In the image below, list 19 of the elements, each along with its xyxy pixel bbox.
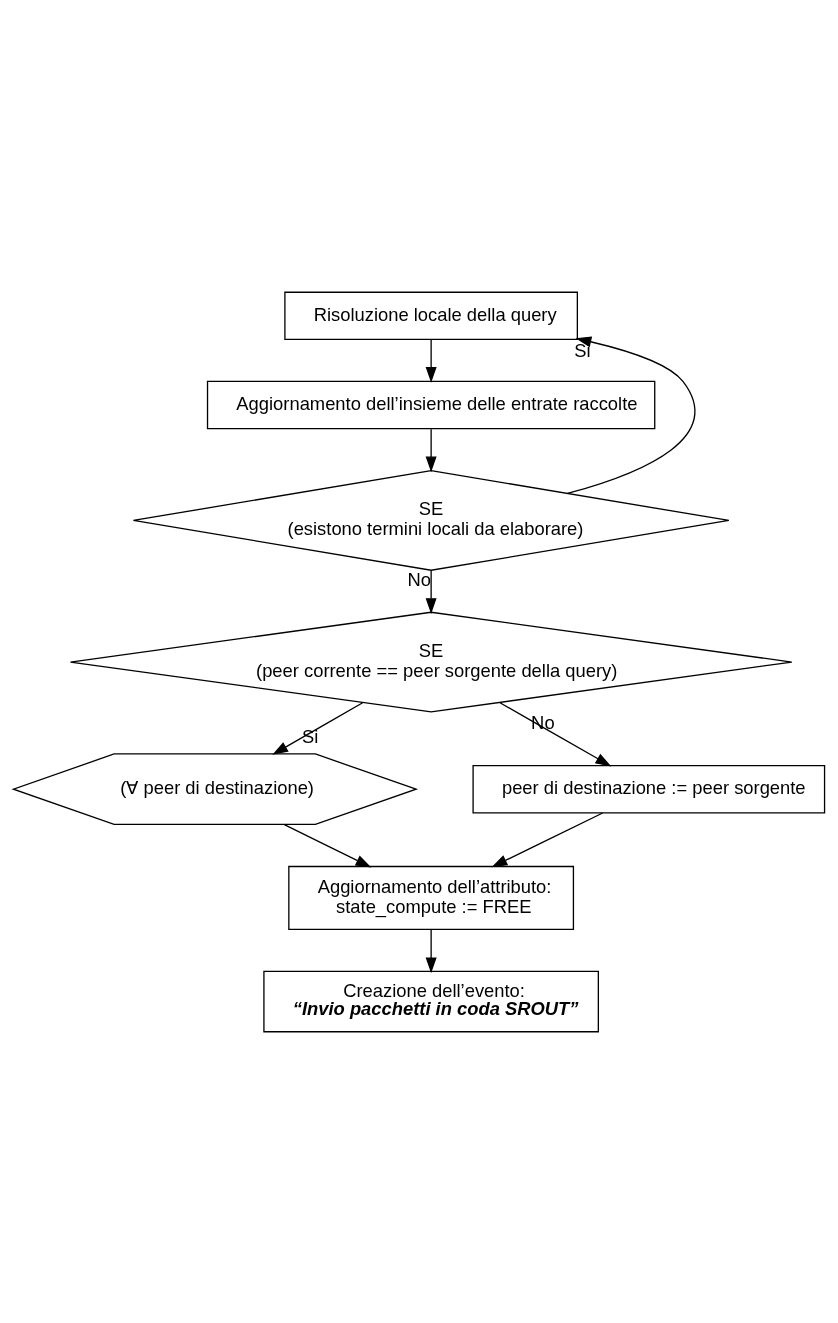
arrow (499, 701, 612, 766)
arrow (425, 428, 437, 472)
node-diamond: SE (peer corrente == peer sorgente della query) (69, 611, 793, 713)
arrow (566, 335, 696, 494)
arrow (272, 701, 364, 755)
edge-label: No (531, 711, 555, 733)
node-box: Risoluzione locale della query (284, 291, 578, 340)
node-box: peer di destinazione := peer sorgente (472, 764, 826, 813)
arrow (425, 928, 437, 973)
node-diamond: SE (esistono termini locali da elaborare) (132, 469, 730, 571)
edge-label: Si (574, 338, 591, 360)
arrow (425, 338, 437, 383)
node-box: Creazione dell’evento: “Invio pacchetti in coda SROUT” (263, 970, 599, 1032)
edge-label: No (407, 568, 432, 590)
arrow (425, 569, 437, 614)
arrow (491, 811, 604, 867)
node-box: Aggiornamento dell’attributo: state_compute := FREE (288, 865, 575, 930)
arrow (283, 823, 372, 867)
node-box: Aggiornamento dell’insieme delle entrate raccolte (206, 380, 656, 429)
